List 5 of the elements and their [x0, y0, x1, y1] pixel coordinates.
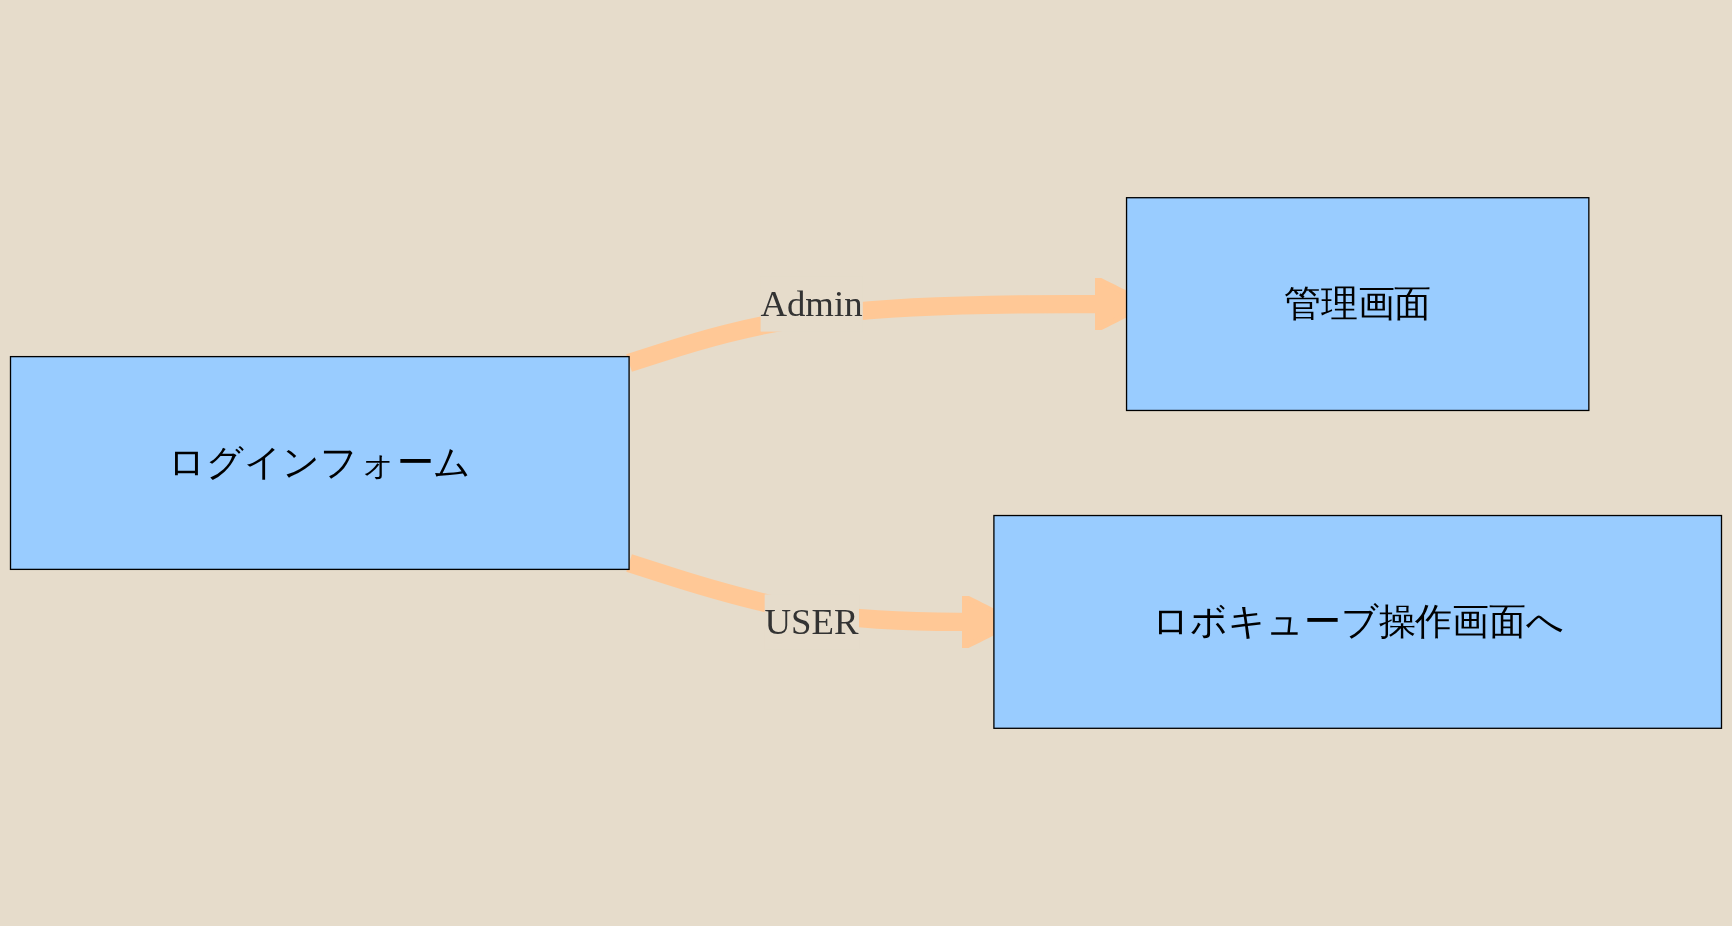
edge-label: USER: [764, 600, 859, 642]
node-box: 管理画面: [1125, 197, 1590, 412]
node-box: ロボキューブ操作画面へ: [993, 514, 1723, 729]
node-box: ログインフォーム: [9, 355, 630, 571]
edge-label: Admin: [760, 283, 863, 324]
